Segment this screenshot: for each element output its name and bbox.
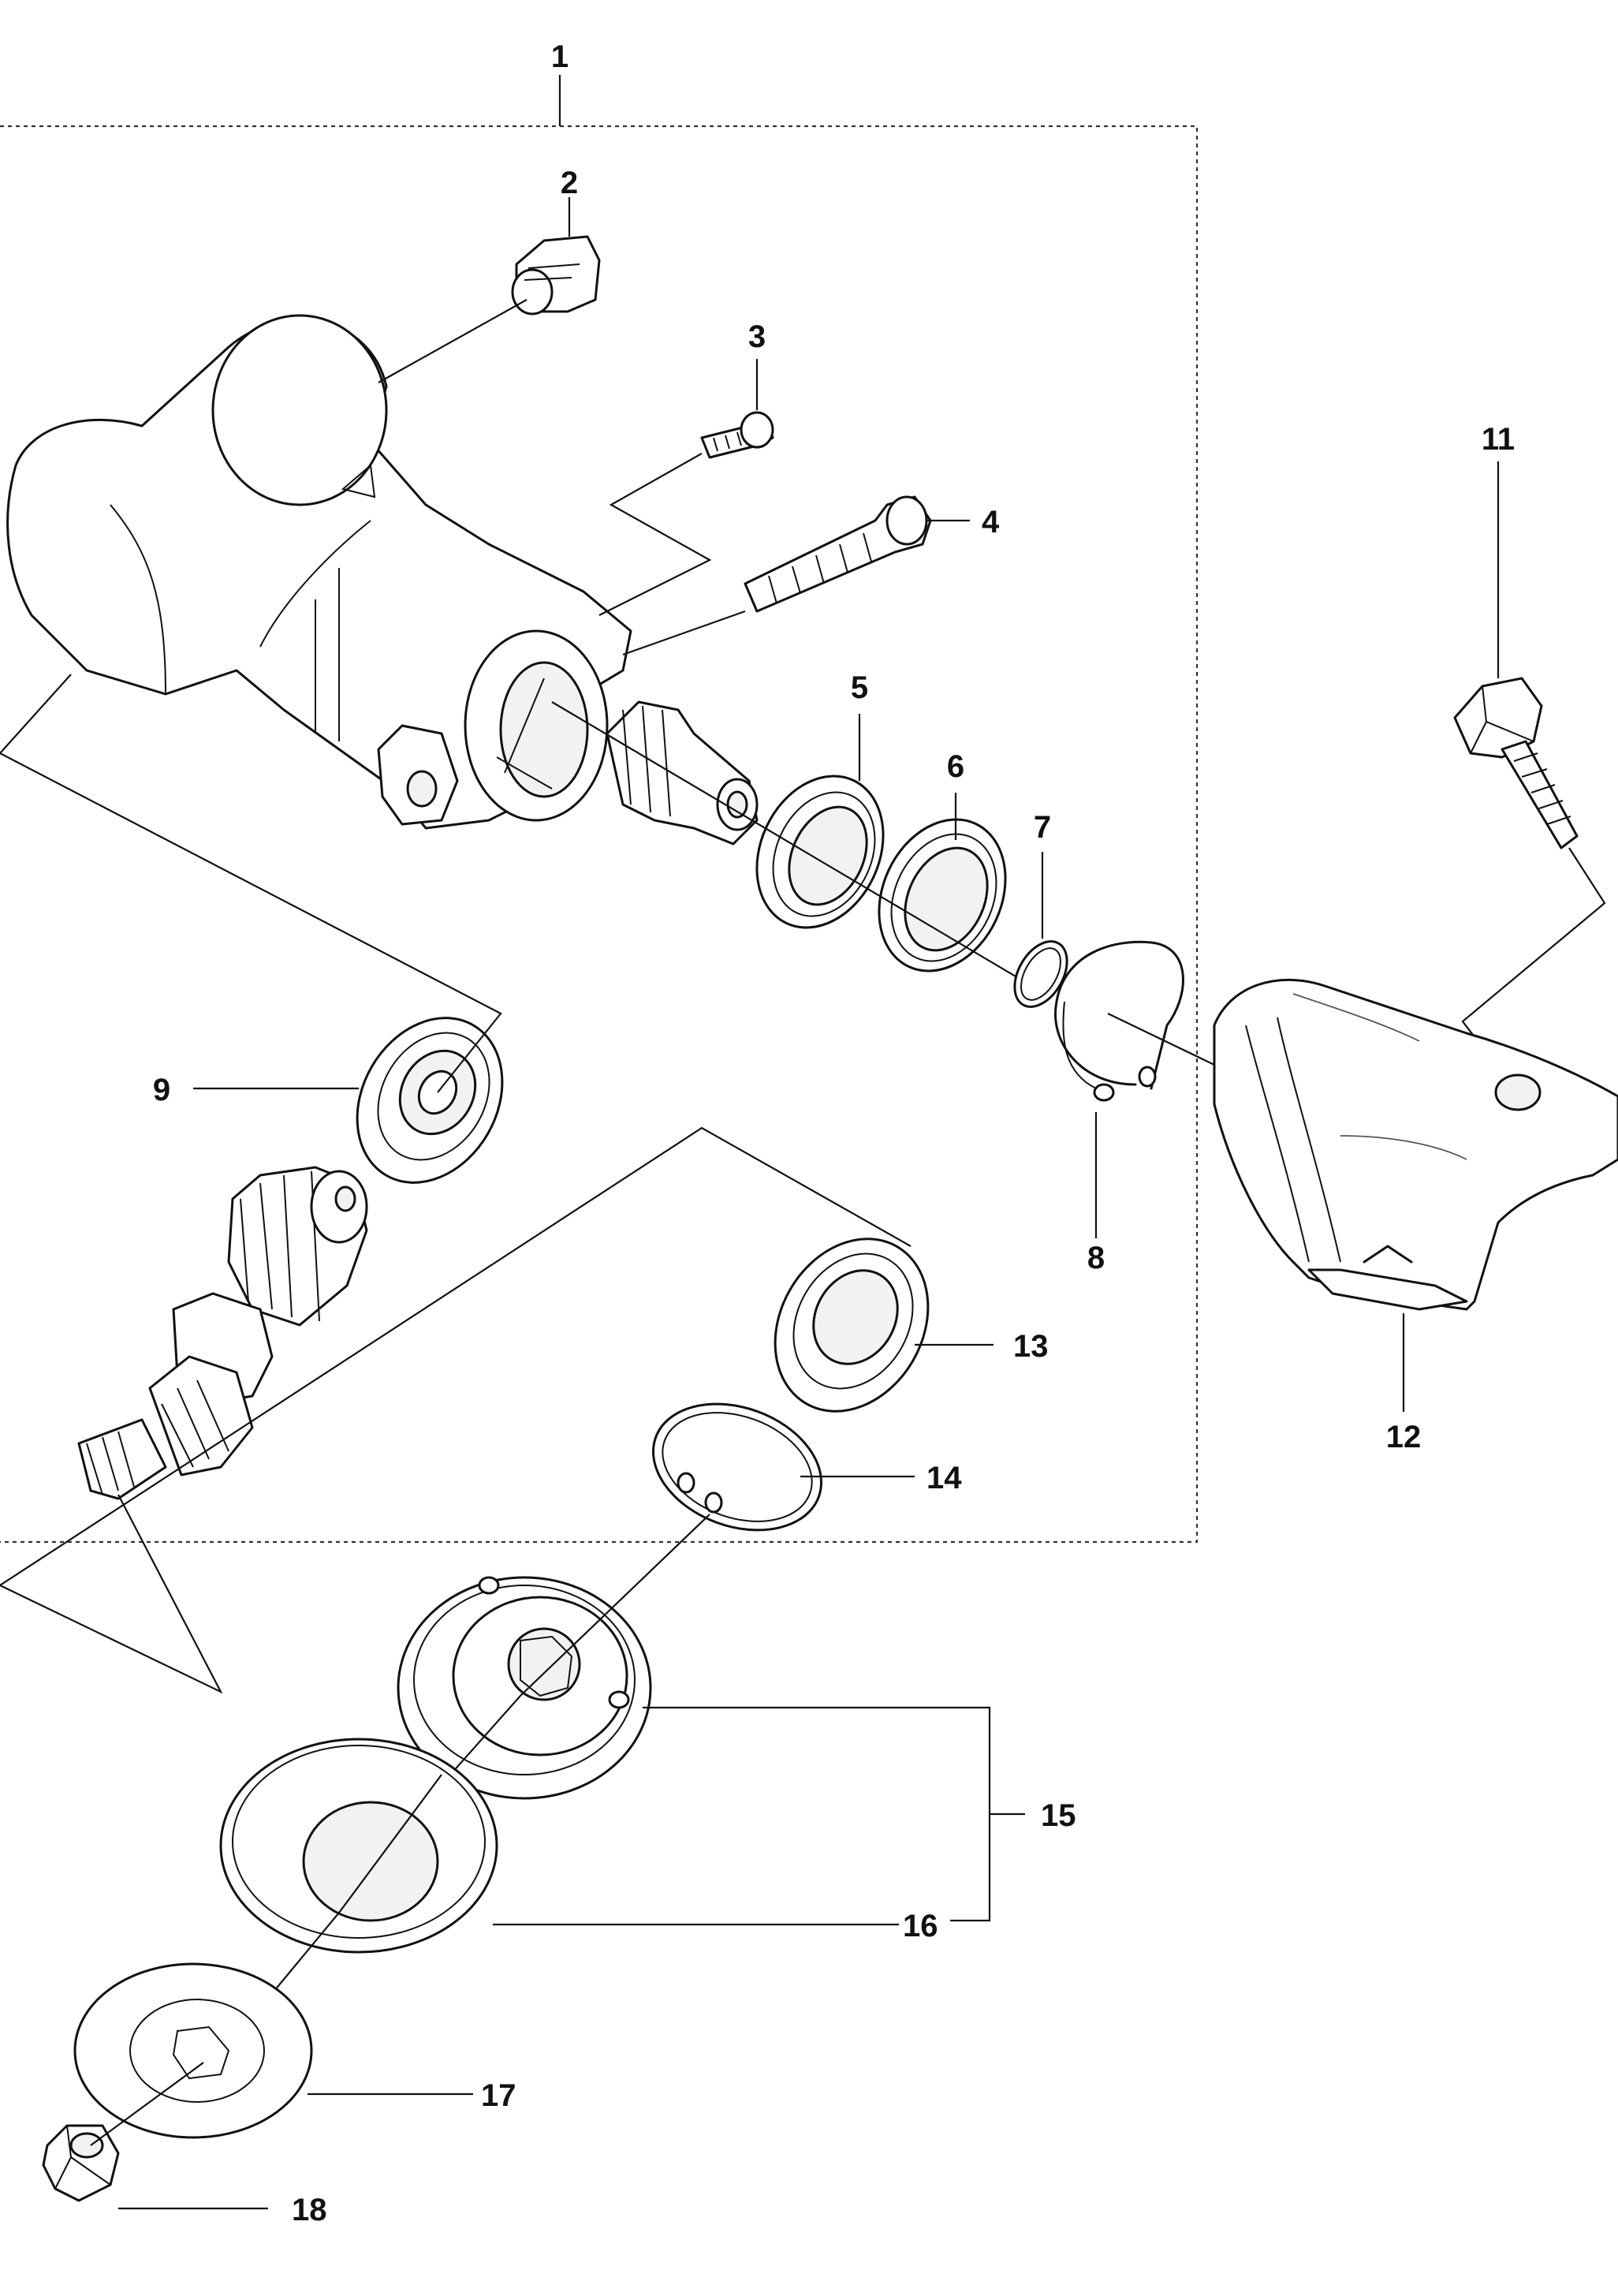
leader-3-line: [598, 453, 712, 616]
leader-9-line: [0, 674, 502, 1093]
callout-6: 6: [947, 749, 964, 784]
circlip-14[interactable]: [636, 1382, 839, 1552]
plug-screw[interactable]: [511, 235, 601, 315]
spindle-gear-shaft[interactable]: [77, 1166, 368, 1500]
ball-bearing-13[interactable]: [745, 1211, 959, 1439]
hex-bolt[interactable]: [1453, 677, 1579, 849]
large-circlip[interactable]: [1054, 940, 1184, 1102]
lock-nut[interactable]: [42, 2124, 120, 2202]
oil-seal[interactable]: [856, 799, 1029, 992]
callout-7: 7: [1034, 810, 1051, 845]
callout-14: 14: [926, 1461, 962, 1495]
cover-shield[interactable]: [1213, 978, 1618, 1311]
callout-13: 13: [1013, 1329, 1049, 1364]
callout-16: 16: [903, 1909, 938, 1943]
callout-1: 1: [551, 39, 569, 74]
axis-lower-3: [90, 2062, 204, 2146]
long-bolt[interactable]: [744, 495, 932, 613]
leader-2-line: [378, 299, 528, 383]
assembly-1-boundary: [0, 125, 1199, 1544]
callout-11: 11: [1482, 422, 1515, 457]
callout-17: 17: [481, 2078, 516, 2113]
callout-15: 15: [1041, 1798, 1076, 1833]
callout-2: 2: [561, 166, 578, 200]
leader-15-top: [643, 1706, 991, 1922]
leader-13-line: [0, 1126, 912, 1694]
bevel-pinion[interactable]: [606, 700, 759, 846]
callout-4: 4: [982, 505, 1000, 539]
ball-bearing-lower[interactable]: [328, 991, 531, 1209]
small-circlip[interactable]: [1004, 932, 1077, 1016]
small-screw[interactable]: [700, 411, 774, 459]
axis-upper: [551, 701, 1026, 983]
callout-18: 18: [292, 2193, 327, 2227]
ball-bearing-upper[interactable]: [733, 756, 907, 949]
callout-5: 5: [851, 670, 868, 705]
callout-9: 9: [153, 1073, 170, 1107]
leader-4-line: [622, 610, 746, 656]
callout-12: 12: [1386, 1420, 1422, 1454]
axis-8-12: [1107, 1013, 1215, 1066]
support-cup[interactable]: [219, 1738, 498, 1954]
callout-8: 8: [1087, 1241, 1105, 1275]
gear-housing[interactable]: [6, 314, 632, 830]
locking-washer[interactable]: [73, 1962, 313, 2139]
callout-3: 3: [748, 319, 766, 354]
